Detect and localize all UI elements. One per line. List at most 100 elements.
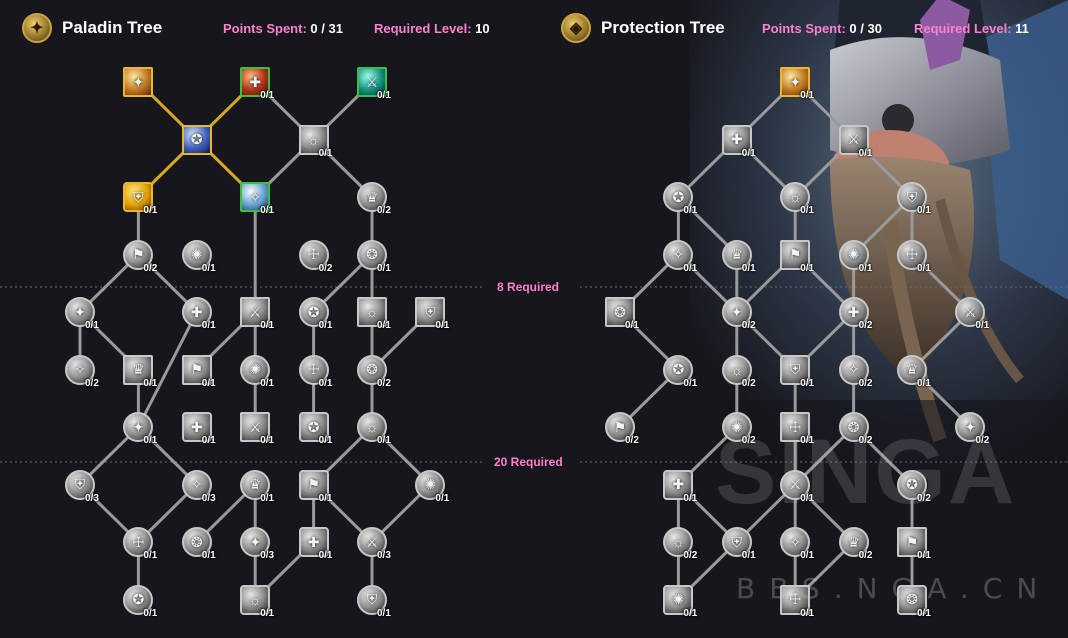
- talent-rank-count: 0/1: [143, 550, 158, 561]
- protection-talent-node[interactable]: ✺0/1: [663, 584, 697, 619]
- paladin-talent-node[interactable]: ✦: [123, 67, 154, 97]
- protection-talent-node[interactable]: ⚑0/2: [605, 412, 639, 446]
- paladin-talent-node[interactable]: ✪: [181, 124, 212, 155]
- protection-talent-node[interactable]: ✚0/1: [721, 124, 756, 159]
- paladin-talent-node[interactable]: ⚑0/2: [123, 239, 157, 274]
- paladin-talent-node[interactable]: ✦0/1: [123, 412, 157, 446]
- protection-talent-node[interactable]: ☼0/2: [663, 527, 697, 561]
- protection-talent-node[interactable]: ❂0/1: [897, 584, 931, 619]
- paladin-talent-node[interactable]: ✪0/1: [298, 412, 333, 446]
- paladin-talent-node[interactable]: ⚑0/1: [181, 354, 216, 389]
- paladin-talent-node[interactable]: ✚0/1: [240, 67, 274, 101]
- paladin-talent-node[interactable]: ♛0/1: [240, 469, 274, 504]
- spire-icon: ❂: [847, 418, 860, 435]
- protection-talent-node[interactable]: ❂0/2: [838, 412, 873, 446]
- paladin-talent-node[interactable]: ✧0/1: [240, 182, 274, 216]
- paladin-talent-node[interactable]: ⚔0/1: [240, 297, 274, 331]
- wings-icon: ✧: [74, 361, 86, 377]
- paladin-points-spent: Points Spent: 0 / 31: [223, 21, 343, 36]
- paladin-talent-node[interactable]: ⚔0/1: [357, 67, 391, 101]
- protection-talent-node[interactable]: ✪0/1: [663, 354, 697, 389]
- talent-rank-count: 0/2: [741, 320, 756, 331]
- protection-talent-node[interactable]: ♛0/1: [897, 354, 931, 389]
- paladin-talent-node[interactable]: ⛨0/1: [123, 182, 157, 216]
- protection-talent-node[interactable]: ♛0/1: [721, 239, 756, 274]
- talent-rank-count: 0/2: [975, 435, 990, 446]
- protection-talent-node[interactable]: ✪0/1: [663, 182, 697, 216]
- paladin-talent-node[interactable]: ✚0/1: [298, 527, 333, 561]
- protection-talent-node[interactable]: ❂0/1: [605, 297, 639, 331]
- paladin-talent-node[interactable]: ⛨0/1: [415, 297, 449, 331]
- paladin-talent-node[interactable]: ✧0/2: [65, 354, 99, 389]
- paladin-talent-node[interactable]: ✺0/1: [181, 239, 216, 274]
- holy-shock-icon: ✦: [74, 303, 86, 320]
- veil-icon: ✧: [789, 533, 802, 550]
- paladin-talent-node[interactable]: ❂0/1: [357, 239, 391, 274]
- protection-talent-node[interactable]: ✧0/1: [780, 527, 814, 561]
- paladin-talent-node[interactable]: ☼0/1: [357, 412, 391, 446]
- protection-talent-node[interactable]: ✦0/1: [780, 67, 814, 101]
- protection-talent-node[interactable]: ♛0/2: [838, 527, 873, 561]
- paladin-talent-node[interactable]: ☼0/1: [357, 297, 391, 331]
- hand-icon: ☩: [132, 533, 145, 550]
- protection-talent-node[interactable]: ⚔0/1: [838, 124, 873, 159]
- protection-talent-node[interactable]: ⚑0/1: [897, 527, 931, 561]
- paladin-required-level: Required Level: 10: [374, 21, 490, 36]
- paladin-talent-node[interactable]: ❂0/1: [181, 527, 216, 561]
- talent-rank-count: 0/2: [318, 262, 333, 274]
- glove-icon: ✦: [249, 533, 262, 550]
- protection-talent-node[interactable]: ☩0/1: [780, 412, 814, 446]
- talent-rank-count: 0/1: [917, 262, 931, 274]
- paladin-talent-node[interactable]: ☼0/1: [240, 584, 274, 619]
- protection-talent-node[interactable]: ✧0/1: [663, 239, 697, 274]
- protection-talent-node[interactable]: ✚0/1: [663, 469, 697, 504]
- protection-talent-node[interactable]: ☩0/1: [897, 239, 931, 274]
- protection-talent-node[interactable]: ⛨0/1: [721, 527, 756, 561]
- paladin-talent-node[interactable]: ✪0/1: [298, 297, 333, 331]
- protection-talent-node[interactable]: ⚑0/1: [780, 239, 814, 274]
- paladin-talent-node[interactable]: ⛨0/3: [65, 469, 99, 504]
- talent-rank-count: 0/1: [975, 320, 990, 331]
- paladin-talent-node[interactable]: ✺0/1: [240, 354, 274, 389]
- protection-talent-node[interactable]: ⛨0/1: [897, 182, 931, 216]
- protection-talent-node[interactable]: ✺0/2: [721, 412, 756, 446]
- protection-talent-node[interactable]: ✚0/2: [838, 297, 873, 331]
- paladin-talent-node[interactable]: ✚0/1: [181, 412, 216, 446]
- talent-rank-count: 0/1: [800, 90, 815, 101]
- paladin-talent-node[interactable]: ⚔0/3: [357, 527, 391, 561]
- paladin-talent-node[interactable]: ☩0/1: [123, 527, 157, 561]
- protection-talent-node[interactable]: ✦0/2: [721, 297, 756, 331]
- paladin-talent-node[interactable]: ☩0/2: [298, 239, 333, 274]
- paladin-talent-node[interactable]: ☼0/1: [298, 124, 333, 159]
- burst-icon: ✦: [132, 418, 145, 435]
- paladin-talent-node[interactable]: ♛0/1: [123, 354, 157, 389]
- paladin-talent-node[interactable]: ✺0/1: [415, 469, 449, 504]
- paladin-talent-node[interactable]: ✚0/1: [181, 297, 216, 331]
- protection-talent-node[interactable]: ✦0/2: [955, 412, 989, 446]
- protection-talent-node[interactable]: ✪0/2: [897, 469, 931, 504]
- paladin-talent-node[interactable]: ✦0/3: [240, 527, 274, 561]
- protection-talent-node[interactable]: ☼0/1: [780, 182, 814, 216]
- protection-talent-node[interactable]: ☼0/2: [721, 354, 756, 389]
- paladin-talent-node[interactable]: ⛨0/1: [357, 584, 391, 619]
- paladin-talent-node[interactable]: ♛0/2: [357, 182, 391, 216]
- protection-talent-node[interactable]: ⚔0/1: [780, 469, 814, 504]
- protection-talent-node[interactable]: ☩0/1: [780, 584, 814, 619]
- protection-talent-node[interactable]: ✺0/1: [838, 239, 873, 274]
- protection-talent-node[interactable]: ✧0/2: [838, 354, 873, 389]
- protection-talent-node[interactable]: ⛨0/1: [780, 354, 814, 389]
- paladin-talent-node[interactable]: ❂0/2: [357, 354, 391, 389]
- talent-rank-count: 0/1: [917, 607, 931, 619]
- charge-icon: ☼: [365, 419, 379, 435]
- crusader-strike-icon: ♛: [365, 188, 379, 205]
- talent-rank-count: 0/1: [201, 435, 216, 446]
- sword-shield-icon: ✧: [847, 361, 860, 377]
- talent-rank-count: 0/2: [741, 435, 756, 446]
- paladin-talent-node[interactable]: ✧0/3: [181, 469, 216, 504]
- paladin-talent-node[interactable]: ⚑0/1: [298, 469, 333, 504]
- protection-talent-node[interactable]: ⚔0/1: [955, 297, 989, 331]
- paladin-talent-node[interactable]: ✦0/1: [65, 297, 99, 331]
- paladin-talent-node[interactable]: ⚔0/1: [240, 412, 274, 446]
- paladin-talent-node[interactable]: ☩0/1: [298, 354, 333, 389]
- paladin-talent-node[interactable]: ✪0/1: [123, 584, 157, 619]
